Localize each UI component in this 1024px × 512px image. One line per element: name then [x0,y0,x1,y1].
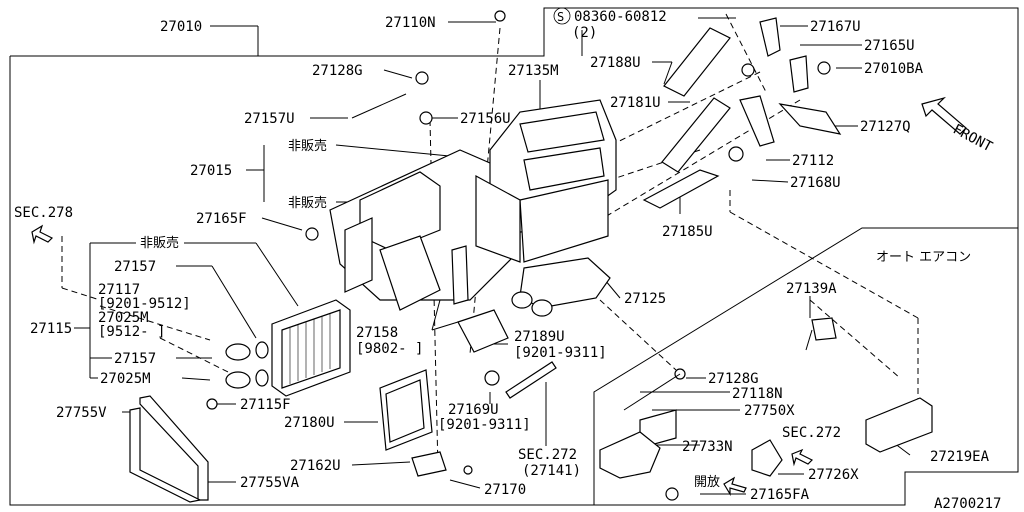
label-27162u: 27162U [290,458,341,474]
label-auto-aircon: オート エアコン [876,250,971,265]
duct [519,257,611,309]
seal-27755va [129,407,202,503]
label-27755v: 27755V [56,405,107,421]
label-27010: 27010 [160,19,202,35]
label-27128g-top: 27128G [312,63,363,79]
label-27117-range: [9201-9512] [98,296,191,312]
label-front: FRONT [950,121,995,155]
label-27169u: 27169U [448,402,499,418]
label-27170: 27170 [484,482,526,498]
label-27169u-range: [9201-9311] [438,417,531,433]
label-kaiho: 開放 [694,475,720,490]
filter-27181u [661,97,731,173]
label-sec272-b: SEC.272 [518,447,577,463]
filter-27188u [663,27,731,97]
label-27157-a: 27157 [114,259,156,275]
label-08360-qty: (2) [572,25,597,41]
bracket-27219ea [865,397,933,453]
label-27167u: 27167U [810,19,861,35]
label-27158: 27158 [356,325,398,341]
label-27165f: 27165F [196,211,247,227]
arrow-kaiho [723,476,747,497]
label-27733n: 27733N [682,439,733,455]
label-sec272-a: SEC.272 [782,425,841,441]
label-27112: 27112 [792,153,834,169]
label-27168u: 27168U [790,175,841,191]
label-27181u: 27181U [610,95,661,111]
label-sec272-b-sub: (27141) [522,463,581,479]
label-27165u: 27165U [864,38,915,54]
label-27135m: 27135M [508,63,559,79]
label-hihanbai-1: 非販売 [288,138,327,154]
label-27025m-a: 27025M [98,310,149,326]
label-27157u: 27157U [244,111,295,127]
seal-27755v [139,395,209,501]
leader-lines [74,17,911,495]
figure-id: A2700217 [934,496,1001,512]
actuator-27733n [599,431,661,479]
label-27750x: 27750X [744,403,795,419]
label-08360-60812: 08360-60812 [574,9,667,25]
label-27189u: 27189U [514,329,565,345]
screw-s-icon [553,7,571,25]
label-27755va: 27755VA [240,475,300,491]
label-27127q: 27127Q [860,119,911,135]
label-27015: 27015 [190,163,232,179]
label-hihanbai-3: 非販売 [140,235,179,251]
labels: 27010 27110N S 08360-60812 (2) 27167U 27… [14,7,1001,512]
label-27219ea: 27219EA [930,449,990,465]
sensor-27139a [811,317,837,341]
assembly-frame [9,7,1019,506]
auto-aircon-frame [593,227,1018,505]
label-27180u: 27180U [284,415,335,431]
label-hihanbai-2: 非販売 [288,195,327,211]
label-27110n: 27110N [385,15,436,31]
front-arrow [921,96,967,135]
label-27117: 27117 [98,282,140,298]
label-27189u-range: [9201-9311] [514,345,607,361]
arrow-sec272 [791,448,814,467]
parts [31,10,967,503]
label-sec278: SEC.278 [14,205,73,221]
label-27010ba: 27010BA [864,61,924,77]
label-27156u: 27156U [460,111,511,127]
arrow-sec278 [31,224,54,245]
label-27025m-b: 27025M [100,371,151,387]
label-27188u: 27188U [590,55,641,71]
label-27139a: 27139A [786,281,837,297]
motor-27726x [751,439,783,477]
svg-text:S: S [557,10,564,24]
label-27158-range: [9802- ] [356,341,423,357]
label-27125: 27125 [624,291,666,307]
label-27118n: 27118N [732,386,783,402]
label-27165fa: 27165FA [750,487,810,503]
label-27115f: 27115F [240,397,291,413]
filter-27185u [642,169,720,209]
label-27115: 27115 [30,321,72,337]
label-27726x: 27726X [808,467,859,483]
label-27128g-bot: 27128G [708,371,759,387]
label-27185u: 27185U [662,224,713,240]
label-27157-b: 27157 [114,351,156,367]
label-27025m-range: [9512- ] [98,324,165,340]
